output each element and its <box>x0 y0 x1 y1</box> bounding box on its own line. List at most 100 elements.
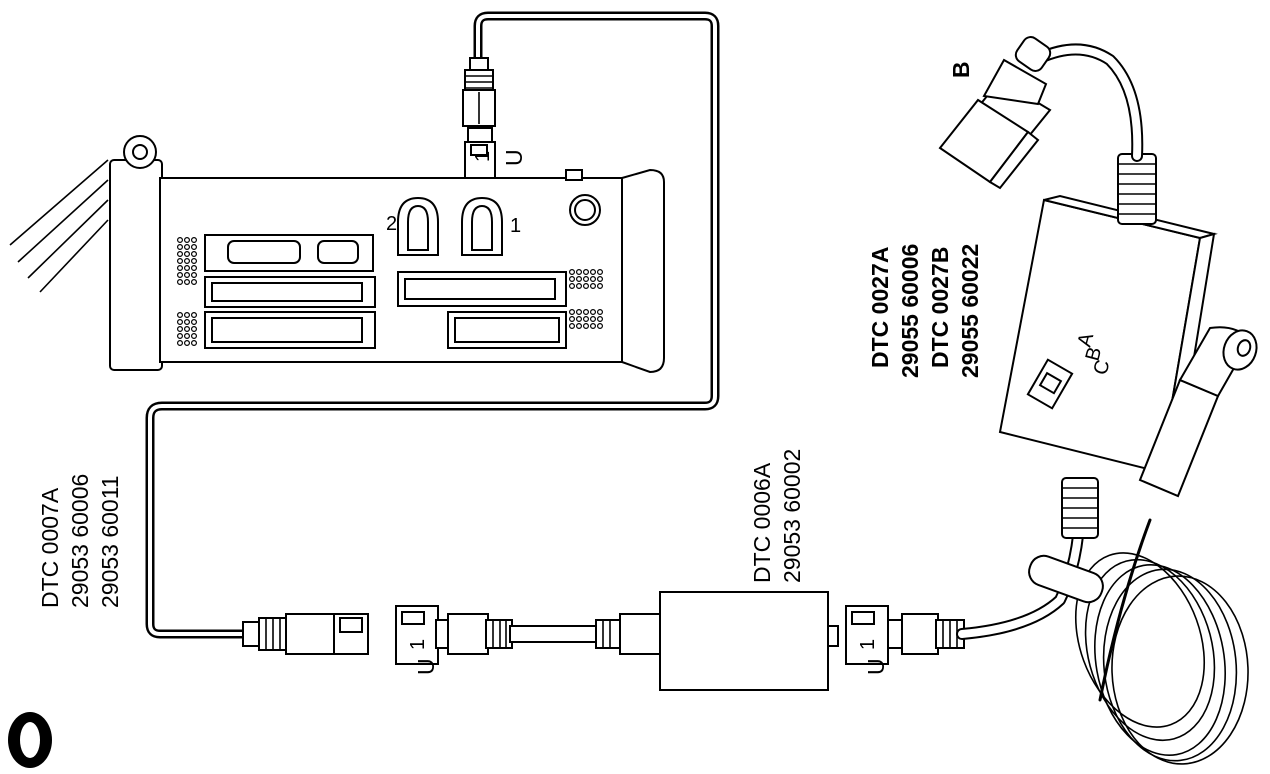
port-1-label: 1 <box>510 215 521 237</box>
vent-dot <box>177 272 184 279</box>
vent-dot <box>177 326 184 333</box>
cable-end-connector <box>242 613 369 655</box>
vent-dot <box>191 279 198 286</box>
right-plug-u1 <box>845 605 889 665</box>
cable-main-part-1: DTC 0007A <box>37 487 63 608</box>
vent-dot <box>596 323 603 330</box>
vent-dot <box>575 316 582 323</box>
right-plug-letter-label: U <box>863 658 889 675</box>
vent-dot <box>568 323 575 330</box>
vent-dot <box>177 251 184 258</box>
vent-dot <box>184 319 191 326</box>
vent-dot <box>184 258 191 265</box>
vent-dot <box>582 309 589 316</box>
lower-strain-relief <box>1061 477 1099 539</box>
vent-dot <box>184 333 191 340</box>
left-plug-u1 <box>395 605 439 665</box>
adapter-part-2: 29053 60002 <box>779 449 805 583</box>
switch-position-c: C <box>1090 358 1115 378</box>
adapter-box <box>659 591 839 691</box>
connector-b <box>938 36 1052 190</box>
interface-connector <box>887 613 965 655</box>
port-2-label: 2 <box>386 213 397 235</box>
vent-dot <box>575 309 582 316</box>
vent-dot <box>184 272 191 279</box>
main-cable <box>145 11 720 639</box>
vent-dot <box>568 283 575 290</box>
upper-strain-relief <box>1117 153 1157 225</box>
vent-dot <box>191 272 198 279</box>
vent-dot <box>177 333 184 340</box>
vent-dot <box>184 244 191 251</box>
vent-dot <box>177 340 184 347</box>
top-plug-letter-label: U <box>501 149 527 166</box>
vent-dot <box>184 265 191 272</box>
vent-dot <box>184 279 191 286</box>
vent-dot <box>596 269 603 276</box>
interface-part-4: 29055 60022 <box>957 244 983 378</box>
top-plug-number-label: 1 <box>472 151 494 162</box>
vent-dot <box>596 276 603 283</box>
left-plug-number-label: 1 <box>407 639 429 650</box>
vent-dot <box>177 319 184 326</box>
vent-dot <box>582 316 589 323</box>
interface-part-1: DTC 0027A <box>867 247 893 368</box>
vent-dot <box>191 251 198 258</box>
vent-dot <box>589 309 596 316</box>
vent-dot <box>177 237 184 244</box>
label-cable-main: DTC 0007A 29053 60006 29053 60011 <box>37 474 123 608</box>
vent-dot <box>582 269 589 276</box>
vent-dot <box>575 269 582 276</box>
probe-lead <box>1098 326 1258 702</box>
vent-dot <box>589 316 596 323</box>
main-unit <box>9 135 665 374</box>
switch-position-a: A <box>1074 330 1099 349</box>
vent-dot <box>568 316 575 323</box>
adapter-cable <box>435 613 663 655</box>
vent-dots <box>177 237 603 347</box>
label-adapter: DTC 0006A 29053 60002 <box>749 449 805 583</box>
vent-dot <box>184 312 191 319</box>
vent-dot <box>582 323 589 330</box>
left-plug-letter-label: U <box>413 658 439 675</box>
switch-position-b: B <box>1082 345 1107 364</box>
right-plug-number-label: 1 <box>857 639 879 650</box>
section-marker-hole <box>20 722 40 758</box>
vent-dot <box>191 258 198 265</box>
vent-dot <box>184 340 191 347</box>
vent-dot <box>191 244 198 251</box>
top-connector-chain <box>462 57 496 179</box>
vent-dot <box>177 244 184 251</box>
vent-dot <box>191 319 198 326</box>
vent-dot <box>589 276 596 283</box>
vent-dot <box>191 326 198 333</box>
cable-main-part-2: 29053 60006 <box>67 474 93 608</box>
vent-dot <box>589 283 596 290</box>
vent-dot <box>589 269 596 276</box>
vent-dot <box>191 265 198 272</box>
vent-dot <box>575 283 582 290</box>
vent-dot <box>177 265 184 272</box>
label-interface-box: DTC 0027A 29055 60006 DTC 0027B 29055 60… <box>867 244 983 378</box>
vent-dot <box>589 323 596 330</box>
vent-dot <box>596 316 603 323</box>
vent-dot <box>191 312 198 319</box>
interface-part-3: DTC 0027B <box>927 247 953 368</box>
vent-dot <box>177 312 184 319</box>
interface-part-2: 29055 60006 <box>897 244 923 378</box>
connector-b-label: B <box>948 61 974 78</box>
vent-dot <box>596 309 603 316</box>
vent-dot <box>568 309 575 316</box>
vent-dot <box>191 340 198 347</box>
vent-dot <box>184 251 191 258</box>
cable-main-part-3: 29053 60011 <box>97 475 123 608</box>
vent-dot <box>191 333 198 340</box>
vent-dot <box>575 276 582 283</box>
vent-dot <box>575 323 582 330</box>
vent-dot <box>177 279 184 286</box>
vent-dot <box>582 276 589 283</box>
adapter-part-1: DTC 0006A <box>749 462 775 583</box>
vent-dot <box>184 237 191 244</box>
